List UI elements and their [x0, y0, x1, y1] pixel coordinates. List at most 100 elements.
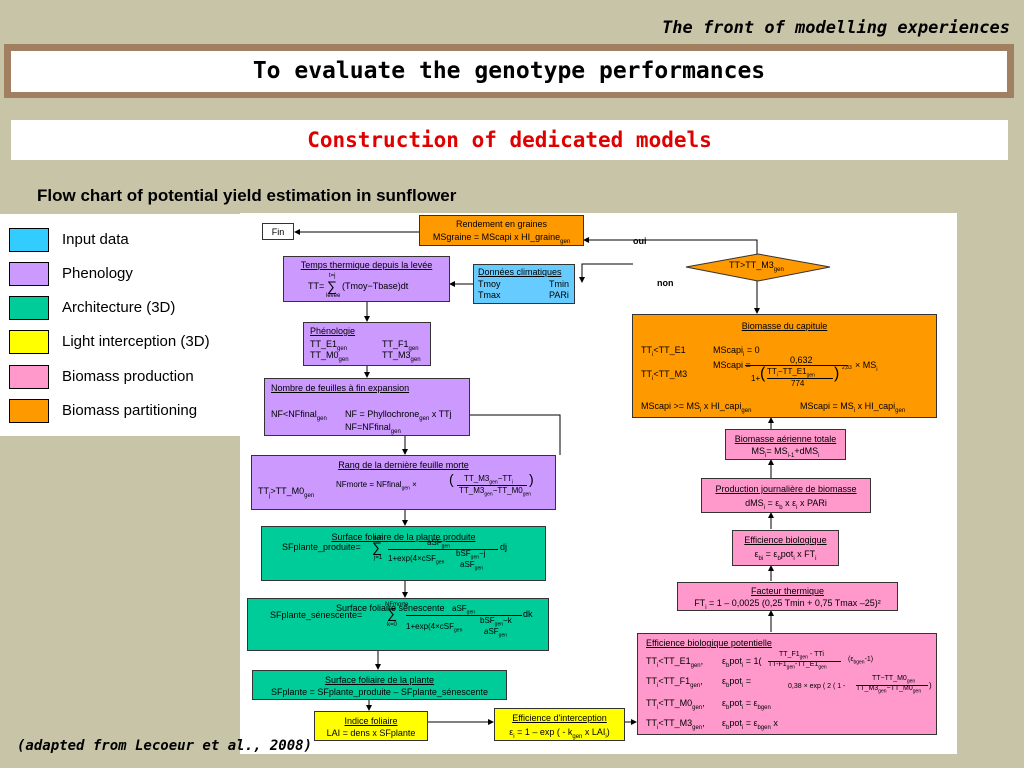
surface-produite-lhs: SFplante_produite= — [282, 542, 361, 552]
sum-bottom: k=0 — [387, 622, 397, 628]
feuilles-cond: NF<NFfinalgen — [271, 409, 327, 422]
pheno-tt-m0: TT_M0gen — [310, 350, 349, 363]
indice-title: Indice foliaire — [344, 716, 398, 726]
pheno-title: Phénologie — [310, 326, 356, 336]
aerienne-formula: MSi= MSi-1+dMSi — [751, 446, 820, 459]
potentielle-row-4: TTi<TT_M3gen, — [646, 718, 705, 731]
surface-produite-den-d: aSFgen — [460, 560, 484, 572]
flow-chart-title: Flow chart of potential yield estimation… — [37, 186, 457, 205]
rang-den: TT_M3gen−TT_M0gen — [459, 486, 532, 498]
arrow-pheno-side — [460, 414, 561, 455]
potentielle-r2-num: TT−TT_M0gen — [872, 675, 916, 685]
feuilles-title: Nombre de feuilles à fin expansion — [271, 383, 410, 393]
legend-item-architecture: Architecture (3D) — [9, 296, 239, 322]
fraction-bar — [406, 615, 522, 616]
capitule-r2-lhs: MScapi = — [713, 360, 751, 370]
feuilles-box: Nombre de feuilles à fin expansion NF<NF… — [264, 378, 470, 436]
rang-num: TT_M3gen−TTi — [464, 474, 514, 486]
interception-formula: εi = 1 – exp ( - kgen x LAIi) — [509, 727, 610, 740]
paren-left: ( — [760, 365, 766, 382]
facteur-title: Facteur thermique — [750, 586, 825, 596]
legend-label: Light interception (3D) — [62, 333, 210, 350]
efficience-title: Efficience biologique — [744, 535, 827, 545]
paren-right: ) — [834, 365, 840, 382]
fraction-bar — [457, 485, 527, 486]
section-header: The front of modelling experiences — [662, 18, 1010, 38]
temps-title: Temps thermique depuis la levée — [300, 260, 433, 270]
capitule-r2-den-d: 774 — [791, 379, 805, 388]
temps-sum-top: t=j — [329, 273, 336, 279]
surface-senescente-den: 1+exp(4×cSFgen — [406, 622, 463, 634]
surface-produite-num: aSFgen — [427, 538, 451, 550]
legend-item-light-interception: Light interception (3D) — [9, 330, 239, 356]
potentielle-r1-mult: (εbgen-1) — [848, 656, 874, 666]
interception-box: Efficience d'interception εi = 1 – exp (… — [494, 708, 625, 741]
capitule-r2-cond: TTi<TT_M3 — [641, 369, 688, 382]
temps-rhs: (Tmoy−Tbase)dt — [342, 281, 409, 291]
indice-formula: LAI = dens x SFplante — [326, 728, 416, 738]
interception-title: Efficience d'interception — [512, 713, 607, 723]
production-title: Production journalière de biomasse — [715, 484, 857, 494]
potentielle-r1-den: TT-F1gen-TT_E1gen — [768, 661, 827, 671]
potentielle-box: Efficience biologique potentielle TTi<TT… — [637, 633, 937, 735]
legend-swatch — [9, 296, 49, 320]
surface-plante-title: Surface foliaire de la plante — [324, 675, 435, 685]
potentielle-row-1: TTi<TT_E1gen, — [646, 656, 704, 669]
facteur-box: Facteur thermique FTi = 1 – 0,0025 (0,25… — [677, 582, 898, 611]
potentielle-row-2-eq: εbpoti = — [722, 676, 751, 689]
capitule-r3b: MScapi = MSi x HI_capigen — [800, 401, 906, 414]
capitule-r3a: MScapi >= MSi x HI_capigen — [641, 401, 752, 414]
capitule-r1-cond: TTi<TT_E1 — [641, 345, 686, 358]
surface-plante-box: Surface foliaire de la plante SFplante =… — [252, 670, 507, 700]
rang-cond: TTj>TT_M0gen — [258, 486, 315, 499]
sigma-symbol: ∑ — [387, 605, 397, 621]
surface-senescente-box: Surface foliaire sénescente SFplante_sén… — [247, 598, 549, 651]
climat-title: Données climatiques — [478, 267, 562, 277]
potentielle-r2-close: ) — [929, 681, 932, 690]
sigma-symbol: ∑ — [372, 539, 382, 555]
climat-tmin: Tmin — [549, 279, 569, 289]
sum-top: NF — [374, 536, 382, 542]
fraction-bar — [856, 685, 928, 686]
temps-thermique-box: Temps thermique depuis la levée TT= t=j … — [283, 256, 450, 302]
feuilles-eq2: NF=NFfinalgen — [345, 422, 401, 435]
slide-subtitle: Construction of dedicated models — [11, 120, 1008, 160]
legend-item-biomass-production: Biomass production — [9, 365, 239, 391]
legend-swatch — [9, 365, 49, 389]
surface-senescente-dk: dk — [523, 609, 533, 619]
climat-box: Données climatiques Tmoy Tmin Tmax PARi — [473, 264, 575, 304]
efficience-formula: εbi = εbpoti x FTi — [754, 549, 817, 562]
legend-item-input-data: Input data — [9, 228, 239, 254]
surface-produite-den: 1+exp(4×cSFgen — [388, 554, 445, 566]
capitule-r2-exp: 2,83 — [842, 365, 852, 371]
legend-swatch — [9, 330, 49, 354]
aerienne-box: Biomasse aérienne totale MSi= MSi-1+dMSi — [725, 429, 846, 460]
fin-label: Fin — [271, 227, 285, 237]
legend-label: Input data — [62, 231, 129, 248]
fraction-bar — [768, 661, 841, 662]
legend-swatch — [9, 399, 49, 423]
production-box: Production journalière de biomasse dMSi … — [701, 478, 871, 513]
capitule-r2-den-b: TTi−TT_E1gen — [767, 367, 815, 379]
legend-item-biomass-partitioning: Biomass partitioning — [9, 399, 239, 425]
citation-footer: (adapted from Lecoeur et al., 2008) — [17, 738, 313, 754]
potentielle-r2-expr: 0,38 × exp ( 2 ( 1 - — [788, 683, 846, 690]
oui-label: oui — [633, 236, 647, 246]
capitule-r2-den-a: 1+ — [751, 374, 761, 383]
surface-produite-den-b: bSFgen−j — [456, 549, 486, 561]
pheno-tt-e1: TT_E1gen — [310, 339, 348, 352]
surface-produite-title: Surface foliaire de la plante produite — [331, 532, 476, 542]
climat-tmax: Tmax — [478, 290, 501, 300]
capitule-title: Biomasse du capitule — [741, 321, 828, 331]
production-formula: dMSi = εb x εi x PARi — [745, 498, 827, 511]
temps-sum-bottom: levée — [326, 293, 341, 299]
feuilles-eq1: NF = Phyllochronegen x TTj — [345, 409, 452, 422]
potentielle-row-4-eq: εbpoti = εbgen x — [722, 718, 778, 731]
rendement-title: Rendement en graines — [455, 219, 548, 229]
paren-left: ( — [449, 471, 454, 487]
legend-item-phenology: Phenology — [9, 262, 239, 288]
legend-label: Phenology — [62, 265, 133, 282]
legend-label: Biomass production — [62, 368, 194, 385]
paren-right: ) — [529, 471, 534, 487]
